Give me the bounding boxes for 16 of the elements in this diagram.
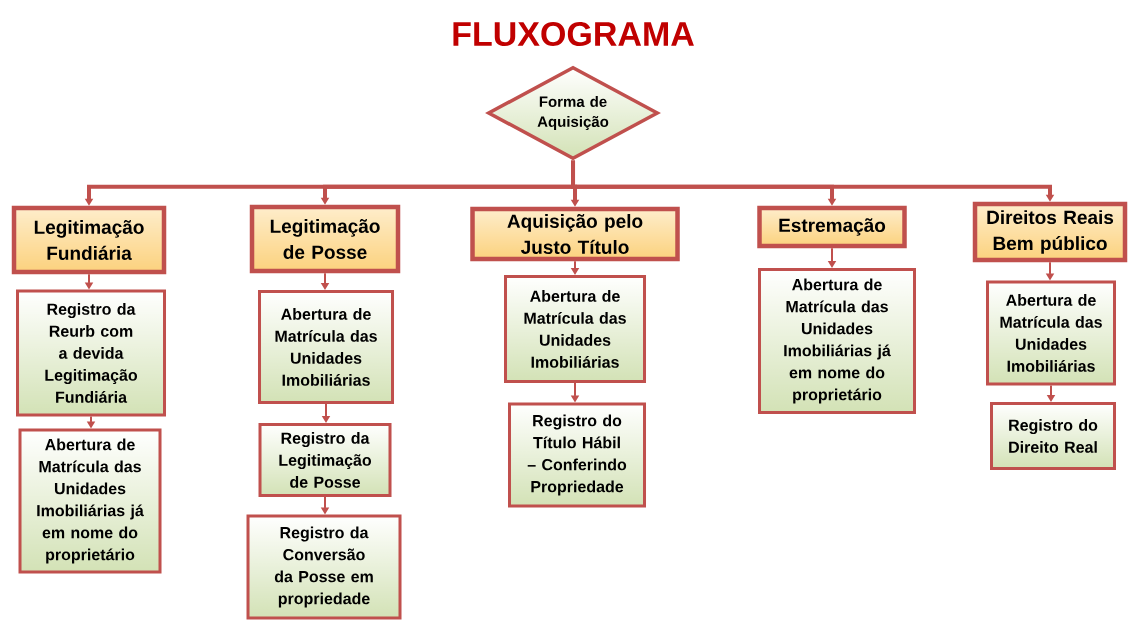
category-box: Aquisição pelo Justo Título	[470, 206, 680, 262]
step-box: Registro da Legitimação de Posse	[258, 423, 392, 497]
step-box: Abertura de Matrícula das Unidades Imobiliárias já em nome do proprietário	[18, 428, 162, 574]
step-box: Abertura de Matrícula das Unidades Imobiliárias	[258, 290, 394, 404]
category-box: Estremação	[757, 205, 907, 249]
step-box: Registro do Título Hábil – Conferindo Propriedade	[508, 402, 646, 508]
title: FLUXOGRAMA	[453, 21, 694, 47]
step-box: Abertura de Matrícula das Unidades Imobiliárias	[986, 280, 1116, 386]
category-box: Legitimação Fundiária	[11, 205, 167, 275]
step-box: Registro da Reurb com a devida Legitimação Fundiária	[16, 289, 166, 417]
step-box: Registro da Conversão da Posse em propriedade	[246, 514, 402, 620]
step-box: Registro do Direito Real	[990, 402, 1116, 470]
step-box: Abertura de Matrícula das Unidades Imobiliárias	[504, 275, 646, 383]
step-box: Abertura de Matrícula das Unidades Imobiliárias já em nome do proprietário	[758, 268, 916, 414]
category-box: Direitos Reais Bem público	[972, 201, 1128, 263]
category-box: Legitimação de Posse	[249, 204, 401, 274]
